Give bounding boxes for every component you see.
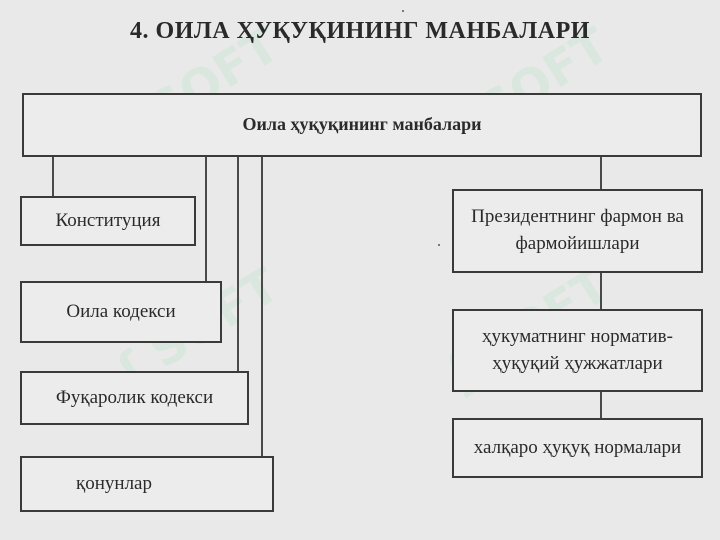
source-node-label: Фуқаролик кодекси <box>55 386 214 408</box>
page-title: 4. ОИЛА ҲУҚУҚИНИНГ МАНБАЛАРИ <box>130 18 590 44</box>
connector-line <box>600 273 602 309</box>
source-node-presidential-decrees: Президентнинг фармон ва фармойишлари <box>452 189 703 273</box>
connector-line <box>237 157 239 371</box>
source-node-constitution: Конституция <box>20 196 196 246</box>
connector-line <box>600 392 602 418</box>
source-node-label: Президентнинг фармон ва фармойишлари <box>471 206 684 254</box>
source-node-label: халқаро ҳуқуқ нормалари <box>473 436 682 458</box>
source-node-government-acts: ҳукуматнинг норматив-ҳуқуқий ҳужжатлари <box>452 309 703 392</box>
source-node-label: Оила кодекси <box>66 300 176 322</box>
root-node: Оила ҳуқуқининг манбалари <box>22 93 702 157</box>
source-node-label: ҳукуматнинг норматив-ҳуқуқий ҳужжатлари <box>482 325 673 374</box>
stray-dot <box>402 10 404 12</box>
connector-line <box>52 157 54 196</box>
stray-dot <box>438 244 440 246</box>
root-node-label: Оила ҳуқуқининг манбалари <box>242 114 482 135</box>
source-node-international-law: халқаро ҳуқуқ нормалари <box>452 418 703 478</box>
source-node-laws: қонунлар <box>20 456 274 512</box>
source-node-label: қонунлар <box>76 472 152 494</box>
connector-line <box>261 157 263 456</box>
connector-line <box>600 157 602 189</box>
source-node-label: Конституция <box>55 209 161 231</box>
connector-line <box>205 157 207 281</box>
source-node-family-code: Оила кодекси <box>20 281 222 343</box>
source-node-civil-code: Фуқаролик кодекси <box>20 371 249 425</box>
